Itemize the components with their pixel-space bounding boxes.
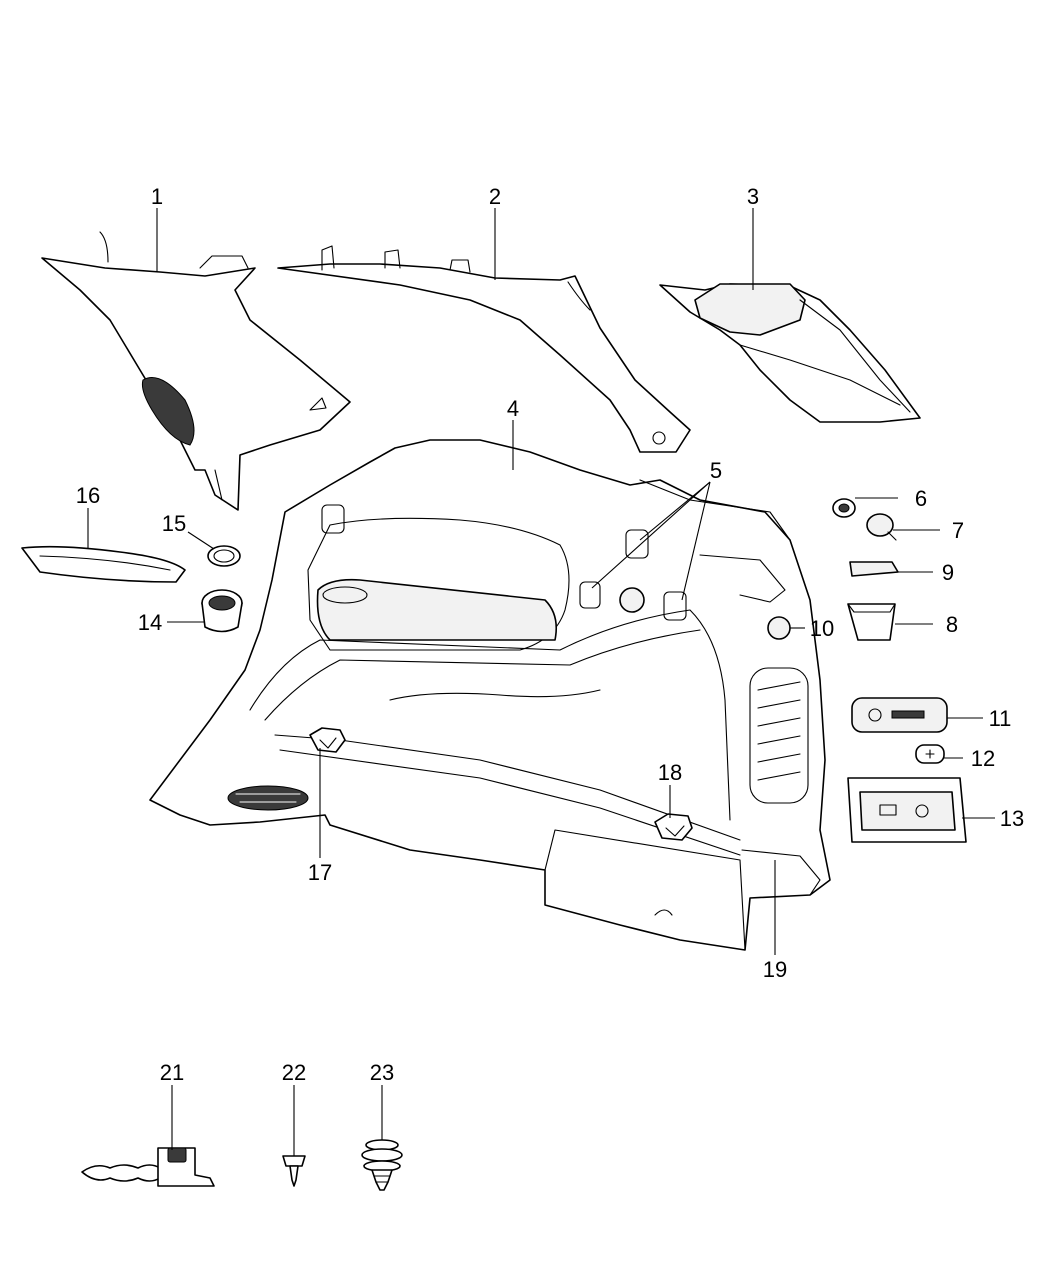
callout-14: 14 [138,610,162,635]
callout-15: 15 [162,511,186,536]
callout-8: 8 [946,612,958,637]
part-2-d-pillar-trim [277,245,691,453]
leader-5c [681,481,711,601]
part-9-trim-insert [849,561,899,577]
part-12-button [915,744,945,764]
callout-18: 18 [658,760,682,785]
callout-17: 17 [308,860,332,885]
callout-12: 12 [971,746,995,771]
part-15-ring [207,545,241,567]
part-16-trim-strip [21,545,186,583]
callout-5: 5 [710,458,722,483]
callout-2: 2 [489,184,501,209]
part-3-pillar-upper-trim [659,283,921,423]
part-7-cap [866,513,897,541]
part-14-cup-holder [201,589,243,633]
leader-5a [591,481,711,589]
leader-5b [639,481,711,541]
part-1-quarter-trim-upper [41,231,351,511]
callout-13: 13 [1000,806,1024,831]
part-11-switch-bezel [851,697,948,733]
leader-lines [87,208,995,1156]
part-18-clip [654,813,693,841]
callout-labels: 1 2 3 4 5 6 7 8 9 10 11 12 13 14 15 16 1… [76,184,1024,1085]
callout-22: 22 [282,1060,306,1085]
callout-10: 10 [810,616,834,641]
callout-11: 11 [989,706,1012,731]
part-13-power-outlet-bezel [847,777,967,843]
callout-7: 7 [952,518,964,543]
callout-4: 4 [507,396,519,421]
part-4-quarter-trim-panel [149,439,831,951]
callout-3: 3 [747,184,759,209]
callout-21: 21 [160,1060,184,1085]
callout-16: 16 [76,483,100,508]
callout-1: 1 [151,184,163,209]
part-23-fir-tree-fastener [361,1139,403,1191]
callout-23: 23 [370,1060,394,1085]
callout-6: 6 [915,486,927,511]
part-22-push-pin [282,1155,306,1187]
part-10-plug [767,616,791,640]
part-17-clip [309,727,346,753]
part-8-storage-bin [847,603,896,641]
callout-9: 9 [942,560,954,585]
part-21-harness-clip [81,1147,215,1187]
leader-15 [187,531,215,550]
part-6-grommet [832,498,856,518]
callout-19: 19 [763,957,787,982]
